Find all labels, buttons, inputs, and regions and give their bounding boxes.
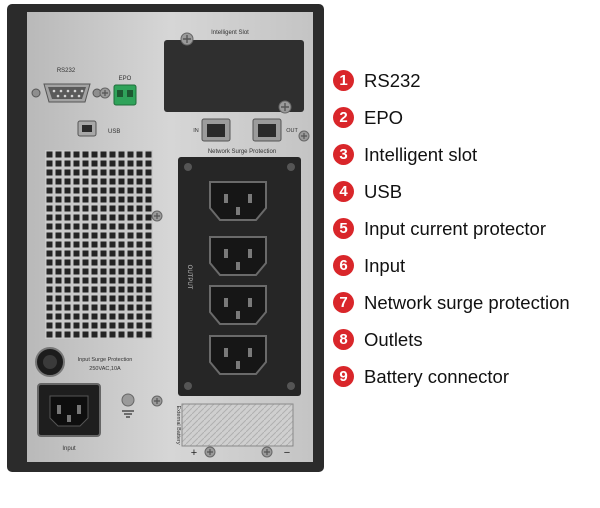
legend-label: Input [364,254,406,276]
number-badge: 9 [333,366,354,387]
number-badge: 5 [333,218,354,239]
rs232-port[interactable] [31,83,102,103]
legend-label: Intelligent slot [364,143,478,165]
outlet[interactable] [209,236,267,276]
input-current-protector[interactable] [35,347,65,377]
output-bay [178,157,301,396]
input-surge-label-line2: 250VAC,10A [89,366,121,372]
number-badge: 8 [333,329,354,350]
network-in-label: IN [193,128,199,134]
ground-icon [121,393,135,418]
number-badge: 1 [333,70,354,91]
legend-label: Outlets [364,328,423,350]
intelligent-slot[interactable] [164,40,304,112]
input-label: Input [62,446,76,452]
screw-icon [204,446,216,458]
usb-label: USB [108,129,120,135]
legend-item-battery-connector: 9 Battery connector [333,358,570,395]
screw-icon [261,446,273,458]
network-in-port[interactable] [201,118,231,142]
outlet[interactable] [209,181,267,221]
ventilation-grille [45,150,153,339]
legend-label: Network surge protection [364,291,570,313]
number-badge: 3 [333,144,354,165]
output-label: OUTPUT [186,265,192,290]
rs232-label: RS232 [57,68,76,74]
intelligent-slot-label: Intelligent Slot [211,30,249,36]
number-badge: 4 [333,181,354,202]
battery-plus-label: + [191,447,197,459]
outlet[interactable] [209,285,267,325]
number-badge: 7 [333,292,354,313]
slot-screw-icon [278,100,292,114]
number-badge: 6 [333,255,354,276]
component-legend: 1 RS232 2 EPO 3 Intelligent slot 4 USB 5… [333,62,570,395]
network-out-label: OUT [286,128,298,134]
legend-label: EPO [364,106,404,128]
battery-minus-label: − [284,447,290,459]
input-socket[interactable] [37,383,101,437]
legend-item-outlets: 8 Outlets [333,321,570,358]
ups-rear-panel: Intelligent Slot RS232 EPO USB [7,4,324,472]
usb-port[interactable] [77,120,97,137]
legend-item-epo: 2 EPO [333,99,570,136]
outlet[interactable] [209,335,267,375]
legend-label: RS232 [364,69,421,91]
number-badge: 2 [333,107,354,128]
battery-connector[interactable] [181,403,294,447]
legend-item-rs232: 1 RS232 [333,62,570,99]
legend-item-input-current-protector: 5 Input current protector [333,210,570,247]
external-battery-label: External Battery [175,405,181,444]
legend-item-input: 6 Input [333,247,570,284]
legend-label: Battery connector [364,365,509,387]
epo-label: EPO [119,76,132,82]
input-surge-label-line1: Input Surge Protection [78,357,133,363]
legend-item-intelligent-slot: 3 Intelligent slot [333,136,570,173]
network-out-port[interactable] [252,118,282,142]
screw-icon [151,210,163,222]
legend-item-network-surge-protection: 7 Network surge protection [333,284,570,321]
bay-screw-icon [184,163,295,390]
epo-connector[interactable] [113,84,137,106]
screw-icon [298,130,310,142]
legend-item-usb: 4 USB [333,173,570,210]
screw-icon [151,395,163,407]
network-surge-label: Network Surge Protection [208,149,276,155]
legend-label: Input current protector [364,217,547,239]
slot-screw-icon [180,32,194,46]
legend-label: USB [364,180,403,202]
screw-icon [99,87,111,99]
